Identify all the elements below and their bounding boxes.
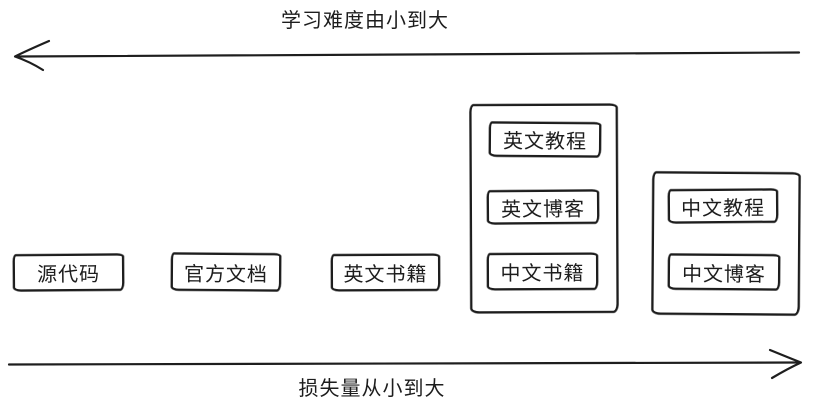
node-chinese-tutorials: 中文教程 [667,188,779,224]
bottom-axis-label: 损失量从小到大 [298,378,446,400]
node-english-blogs: 英文博客 [486,189,600,225]
node-english-books: 英文书籍 [330,253,441,292]
left-arrowhead-icon [13,39,51,72]
node-official-docs: 官方文档 [170,252,282,292]
node-chinese-books: 中文书籍 [486,252,599,291]
top-axis-label: 学习难度由小到大 [281,10,449,32]
difficulty-axis-arrow [13,39,801,72]
difficulty-axis-line [15,51,801,58]
node-english-tutorials: 英文教程 [488,121,602,158]
node-chinese-blogs: 中文博客 [667,253,781,291]
loss-axis-line [7,361,800,366]
node-source-code: 源代码 [12,253,125,292]
loss-axis-arrow [7,348,803,380]
right-arrowhead-icon [768,348,803,380]
